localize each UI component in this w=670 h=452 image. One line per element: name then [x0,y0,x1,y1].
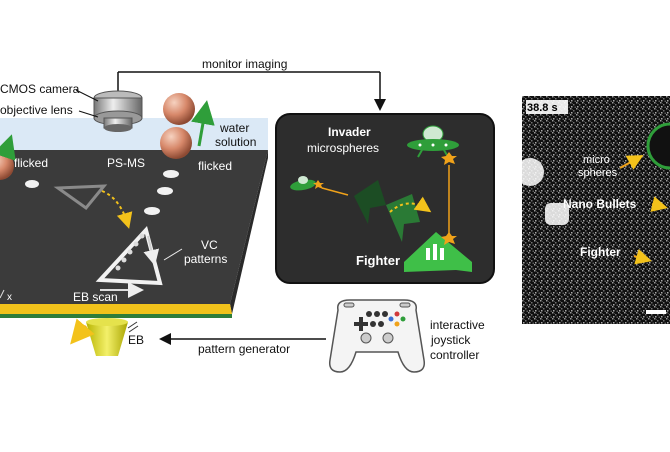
pattern-generator-label: pattern generator [198,342,290,356]
controller-label-2: joystick [430,333,471,347]
microsphere-blob-2 [545,203,569,225]
plate-edge-green [0,314,232,318]
vc-triangle-faded [53,184,108,211]
invader-label-2: microspheres [307,141,379,155]
button-blue-icon [388,316,394,322]
vc-label-2: patterns [184,252,227,266]
eb-source [86,318,139,356]
fighter-micro-label: Fighter [580,245,621,259]
microsphere-top [163,93,195,125]
camera-leader [75,89,99,102]
ufo-main-icon [407,125,459,158]
plate-edge-yellow [0,304,232,314]
flick-arrow-right [191,100,215,147]
nano-bullets-label: Nano Bullets [563,197,637,211]
microsphere-highlight [646,122,670,170]
left-panel: CMOS camera objective lens water solutio… [0,71,380,356]
controller-label-3: controller [430,348,479,362]
fighter-ghost-2 [386,194,420,242]
eb-arrow [70,318,95,345]
camera-label: CMOS camera [0,82,80,96]
micro-label-1: micro [583,154,610,166]
joystick-controller [328,299,426,373]
psms-label: PS-MS [107,156,145,170]
orange-path-diagonal [321,187,349,196]
fighter-icon [404,232,472,272]
flicked-right-label: flicked [198,159,232,173]
vc-leader [163,248,183,261]
microsphere-blob-1 [516,158,544,186]
flick-arrow-left [0,134,16,161]
fighter-micro-arrow [633,249,652,265]
water-label-1: water [219,121,249,135]
water-label-2: solution [215,135,256,149]
controller-label-1: interactive [430,318,485,332]
button-green-icon [400,316,406,322]
explosion-icon-3 [441,232,457,245]
flow-arrows: monitor imaging pattern generator [159,57,386,356]
vc-dots [115,233,145,271]
lens-leader [78,110,99,118]
ufo-small-icon [290,176,316,191]
invader-label-1: Invader [328,125,371,139]
vc-label-1: VC [201,238,218,252]
button-orange-icon [394,321,400,327]
sphere-trail [25,170,179,215]
vc-move-arrow [101,190,133,229]
vc-scan-arrow [143,235,160,266]
game-panel: Invader microspheres [275,113,495,284]
microsphere-bottom [160,127,192,159]
axis-x-label: x [7,292,12,303]
lens-label: objective lens [0,103,73,117]
explosion-icon-2 [313,180,324,189]
fighter-move-arrow [389,196,432,213]
eb-scan-label: EB scan [73,290,118,304]
fighter-label: Fighter [356,253,400,268]
cmos-camera [93,71,380,132]
eb-label: EB [128,333,144,347]
timestamp: 38.8 s [527,102,558,114]
monitor-imaging-label: monitor imaging [202,57,287,71]
micro-arrow [619,155,644,170]
scale-bar [646,310,666,314]
fighter-ghost-1 [354,180,386,224]
button-red-icon [394,311,400,317]
plate-edge-dark [230,150,268,314]
explosion-icon-1 [441,152,457,165]
micro-label-2: spheres [578,167,618,179]
axis-line [0,289,5,299]
flicked-left-label: flicked [14,156,48,170]
micrograph-panel: 38.8 s micro spheres Nano Bullets Fighte… [516,96,670,324]
nano-arrow [650,196,668,212]
